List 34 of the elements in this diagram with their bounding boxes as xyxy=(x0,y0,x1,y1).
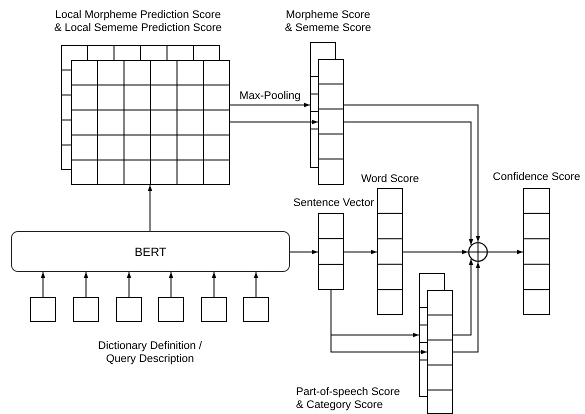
arrow xyxy=(230,120,318,124)
arrow xyxy=(148,184,152,232)
arrow xyxy=(168,272,174,298)
arrow xyxy=(344,104,480,242)
node-title: Confidence Score xyxy=(492,171,582,184)
node-title: Local Morpheme Prediction Score & Local Sememe Prediction Score xyxy=(53,9,223,35)
arrow xyxy=(290,250,318,254)
arrow xyxy=(230,102,310,108)
arrow xyxy=(402,250,468,254)
encoder-box: BERT xyxy=(11,231,290,272)
arrow xyxy=(212,272,216,298)
node-title: Part-of-speech Score & Category Score xyxy=(296,386,401,412)
arrow xyxy=(488,250,524,254)
node-title: Morpheme Score & Sememe Score xyxy=(284,9,372,35)
input-token-box xyxy=(73,297,99,322)
arrow xyxy=(40,272,46,298)
arrow xyxy=(84,272,88,298)
arrow xyxy=(254,272,258,298)
input-token-box xyxy=(201,297,227,322)
node-title: Word Score xyxy=(360,173,420,186)
edge-label: Max-Pooling xyxy=(238,90,302,103)
node-title: Sentence Vector xyxy=(292,197,374,210)
arrow xyxy=(126,272,132,298)
arrow xyxy=(330,290,428,354)
arrow xyxy=(452,258,474,336)
input-token-box xyxy=(30,297,56,322)
input-token-box xyxy=(116,297,142,322)
input-token-box xyxy=(158,297,184,322)
input-token-box xyxy=(243,297,269,322)
arrow xyxy=(452,262,480,352)
input-caption: Dictionary Definition / Query Description xyxy=(97,340,203,366)
sum-operator-circle xyxy=(468,242,488,262)
arrow xyxy=(344,250,378,254)
arrow xyxy=(344,122,474,246)
